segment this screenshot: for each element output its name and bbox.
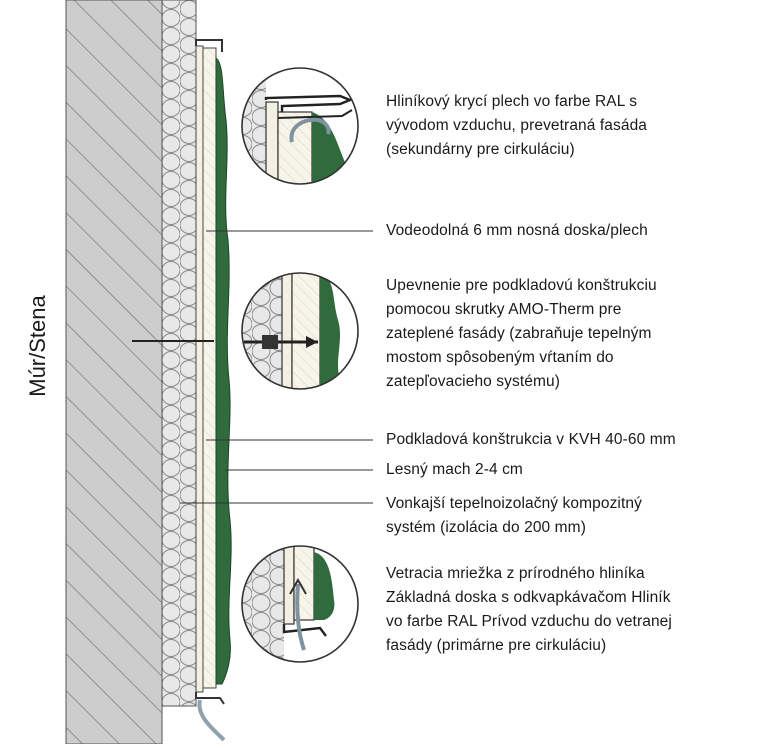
top-cover-sheet — [195, 39, 223, 52]
leader-lines — [180, 230, 373, 504]
callout-board: Vodeodolná 6 mm nosná doska/plech — [386, 222, 648, 239]
detail-circle-grille — [242, 546, 358, 662]
air-inlet-arrow-icon — [295, 583, 306, 651]
callout-grille: Vetracia mriežka z prírodného hliníka Zá… — [386, 565, 672, 654]
insulation-layer — [161, 0, 197, 707]
callout-substructure: Podkladová konštrukcia v KVH 40-60 mm — [386, 431, 676, 448]
detail-circle-fixing — [242, 273, 358, 389]
detail-circle-top — [242, 68, 358, 184]
wall-label: Múr/Stena — [25, 295, 50, 397]
kvh-substructure — [202, 47, 217, 689]
moss-layer — [215, 56, 232, 685]
callout-fixing: Upevnenie pre podkladovú konštrukciu pom… — [386, 277, 657, 390]
air-outlet-arrow-icon — [289, 117, 331, 143]
callout-moss: Lesný mach 2-4 cm — [386, 461, 523, 478]
callout-cover: Hliníkový krycí plech vo farbe RAL s výv… — [386, 93, 648, 158]
bottom-air-pipe — [197, 699, 226, 742]
bottom-drip-sheet — [195, 692, 225, 705]
wall-hatched — [65, 0, 163, 745]
callout-insulation: Vonkajší tepelnoizolačný kompozitný syst… — [386, 495, 642, 536]
carrier-board — [195, 45, 204, 693]
